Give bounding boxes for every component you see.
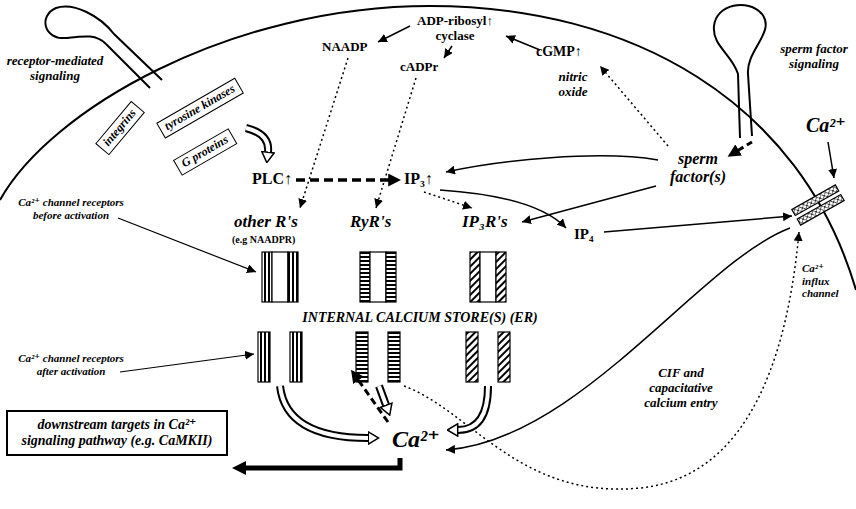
leader-arrow — [120, 354, 254, 372]
thick-arrow — [246, 458, 400, 468]
label-anchor: (e.g NAADPR) — [232, 234, 295, 246]
hollow-arrow — [280, 386, 368, 438]
receptor-channel-open — [258, 332, 510, 382]
label-anchor: CIF and capacitative calcium entry — [628, 366, 734, 411]
hollow-arrow — [458, 386, 488, 430]
factor-label: sperm factor(s) — [660, 150, 736, 187]
annotation-note: Ca²⁺ channel receptors after activation — [8, 352, 134, 377]
receptor-channel-closed — [262, 252, 506, 302]
hollow-arrow — [379, 386, 386, 405]
receptor-type-box: tyrosine kinases — [156, 78, 244, 139]
label-anchor: IP₃↑ — [404, 170, 433, 188]
dotted-arrow — [404, 232, 799, 489]
node-text: INTERNAL CALCIUM STORE(S) (ER) — [302, 310, 537, 326]
influx-channel — [792, 185, 844, 225]
label-anchor: Ca²⁺ — [806, 114, 846, 137]
label-anchor: Ca²⁺ influx channel — [802, 262, 846, 300]
dotted-arrow — [300, 58, 348, 208]
label-anchor: RyR's — [350, 212, 391, 232]
receptor-example: (e.g NAADPR) — [232, 234, 295, 246]
ion-label: Ca²⁺ — [392, 426, 440, 454]
messenger-label: cGMP↑ — [536, 44, 582, 60]
pathway-label: CIF and capacitative calcium entry — [628, 366, 734, 411]
node-text: G proteins — [179, 133, 231, 171]
label-anchor: Ca²⁺ channel receptors before activation — [8, 196, 134, 221]
dashed-arrow — [354, 374, 388, 422]
label-anchor: Ca²⁺ — [392, 426, 440, 454]
hollow-arrow — [458, 386, 488, 430]
label-anchor: cADPr — [400, 60, 438, 75]
hollow-arrow — [246, 128, 268, 152]
messenger-label: NAADP — [322, 40, 368, 55]
label-anchor: IP₄ — [574, 226, 594, 243]
label-anchor: other R's — [234, 212, 298, 232]
label-anchor: Ca²⁺ channel receptors after activation — [8, 352, 134, 377]
node-text: integrins — [101, 107, 140, 150]
cell-membrane — [0, 6, 856, 290]
signaling-heading: receptor-mediated signaling — [2, 54, 108, 84]
hollow-arrow — [379, 386, 386, 405]
enzyme-label: ADP-ribosyl↑ cyclase — [408, 14, 502, 44]
membrane-receptor — [714, 5, 766, 138]
pathway-arrow — [444, 46, 452, 58]
pathway-arrow — [378, 26, 410, 42]
label-anchor: ADP-ribosyl↑ cyclase — [408, 14, 502, 44]
store-outline — [194, 270, 647, 367]
label-anchor: sperm factor(s) — [660, 150, 736, 187]
label-anchor: sperm factor signaling — [776, 42, 852, 72]
ion-label: Ca²⁺ — [806, 114, 846, 137]
receptor-label: RyR's — [350, 212, 391, 232]
messenger-label: IP₄ — [574, 226, 594, 243]
label-anchor: IP₃R's — [462, 212, 508, 232]
dotted-arrow — [376, 78, 416, 208]
node-text: downstream targets in Ca²⁺ signaling pat… — [16, 417, 218, 449]
receptor-type-box: G proteins — [173, 128, 237, 175]
label-anchor: PLC↑ — [252, 170, 292, 188]
influx-arrow — [446, 228, 790, 450]
annotation-note: Ca²⁺ channel receptors before activation — [8, 196, 134, 221]
dotted-arrow — [424, 192, 472, 208]
label-anchor: receptor-mediated signaling — [2, 54, 108, 84]
pathway-arrow — [604, 216, 792, 232]
label-anchor: nitric oxide — [552, 70, 594, 100]
enzyme-label: PLC↑ — [252, 170, 292, 188]
label-anchor: NAADP — [322, 40, 368, 55]
target-box: downstream targets in Ca²⁺ signaling pat… — [6, 410, 228, 456]
pathway-arrow — [522, 186, 656, 222]
pathway-arrow — [446, 156, 658, 172]
hollow-arrow — [246, 128, 268, 152]
pathway-arrow — [828, 142, 834, 178]
receptor-label: IP₃R's — [462, 212, 508, 232]
channel-label: Ca²⁺ influx channel — [802, 262, 846, 300]
label-anchor: cGMP↑ — [536, 44, 582, 60]
messenger-label: IP₃↑ — [404, 170, 433, 188]
receptor-type-box: integrins — [95, 101, 145, 155]
receptor-label: other R's — [234, 212, 298, 232]
dashed-arrow — [732, 142, 752, 154]
dashed-arrow — [296, 178, 396, 182]
pathway-arrow — [506, 36, 540, 50]
hollow-arrow — [280, 386, 368, 438]
messenger-label: nitric oxide — [552, 70, 594, 100]
calcium-store-oval: INTERNAL CALCIUM STORE(S) (ER) — [192, 268, 648, 368]
node-text: tyrosine kinases — [162, 82, 237, 133]
messenger-label: cADPr — [400, 60, 438, 75]
signaling-heading: sperm factor signaling — [776, 42, 852, 72]
dotted-arrow — [600, 66, 668, 146]
